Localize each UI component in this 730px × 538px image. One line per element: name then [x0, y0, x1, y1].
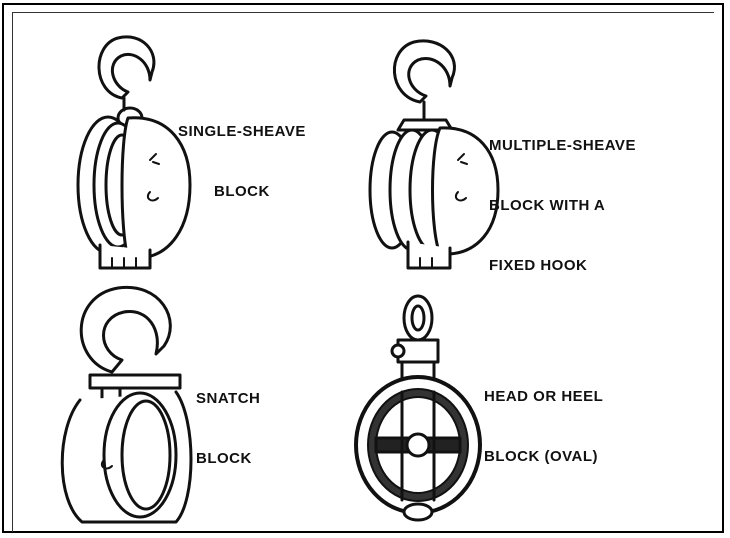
label-line: BLOCK WITH A	[489, 196, 636, 216]
label-single-sheave-block: SINGLE-SHEAVE BLOCK	[178, 82, 306, 222]
label-line: FIXED HOOK	[489, 256, 636, 276]
label-head-heel-block: HEAD OR HEEL BLOCK (OVAL)	[484, 347, 603, 487]
label-line: BLOCK	[196, 449, 260, 469]
label-line: BLOCK	[178, 182, 306, 202]
label-line: BLOCK (OVAL)	[484, 447, 603, 467]
label-line: SINGLE-SHEAVE	[178, 122, 306, 142]
head-heel-block-drawing	[356, 296, 480, 520]
snatch-block-drawing	[62, 287, 191, 522]
label-line: SNATCH	[196, 389, 260, 409]
multiple-sheave-block-drawing	[370, 41, 498, 268]
single-sheave-block-drawing	[78, 37, 190, 268]
label-snatch-block: SNATCH BLOCK	[196, 349, 260, 489]
label-line: HEAD OR HEEL	[484, 387, 603, 407]
label-line: MULTIPLE-SHEAVE	[489, 136, 636, 156]
label-multiple-sheave-block: MULTIPLE-SHEAVE BLOCK WITH A FIXED HOOK	[489, 96, 636, 296]
